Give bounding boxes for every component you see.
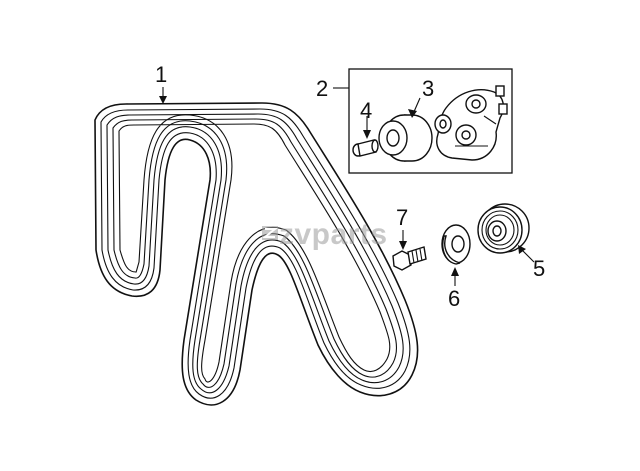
watermark-logo: zvparts bbox=[262, 218, 388, 251]
callout-5: 5 bbox=[533, 256, 545, 281]
idler-pulley bbox=[477, 203, 530, 254]
tensioner-assembly-box bbox=[348, 68, 513, 174]
callout-2: 2 bbox=[316, 76, 328, 101]
callout-7: 7 bbox=[396, 205, 408, 230]
pulley-arrow-icon bbox=[408, 109, 417, 118]
callout-6: 6 bbox=[448, 286, 460, 311]
idler-bolt-arrow-icon bbox=[399, 241, 407, 250]
idler-pulley-arrow-icon bbox=[518, 245, 526, 254]
bolt-arrow-icon bbox=[363, 130, 371, 139]
belt-arrow-icon bbox=[159, 96, 167, 104]
watermark-text: zvparts bbox=[279, 218, 388, 251]
washer bbox=[441, 224, 471, 265]
idler-bolt bbox=[392, 246, 427, 271]
tensioner-pulley bbox=[378, 114, 433, 162]
serpentine-belt bbox=[94, 102, 419, 406]
callout-3: 3 bbox=[422, 76, 434, 101]
bolt bbox=[352, 139, 379, 157]
callout-1: 1 bbox=[155, 62, 167, 87]
washer-arrow-icon bbox=[451, 267, 459, 276]
idler-pulley-leader-line bbox=[521, 249, 535, 263]
tensioner-body bbox=[434, 85, 508, 161]
callout-4: 4 bbox=[360, 98, 372, 123]
